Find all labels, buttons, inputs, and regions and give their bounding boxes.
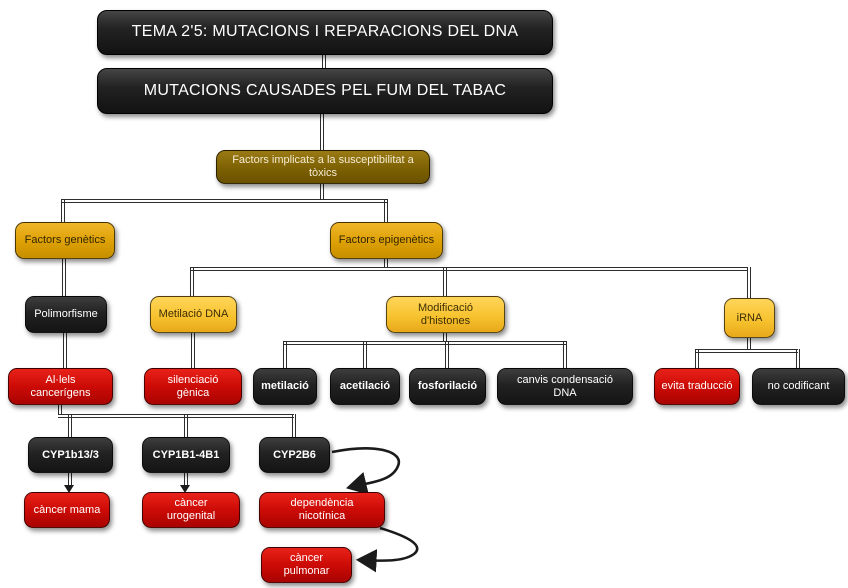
connector	[384, 259, 388, 268]
node-cancer-mama[interactable]: càncer mama	[24, 492, 110, 528]
connector	[68, 473, 72, 486]
connector	[58, 414, 294, 418]
connector	[61, 199, 65, 222]
connector	[695, 349, 798, 353]
node-title-mutacions-tabac[interactable]: MUTACIONS CAUSADES PEL FUM DEL TABAC	[97, 68, 553, 114]
node-allels-cancerigens[interactable]: Al·lels cancerígens	[8, 368, 113, 405]
node-cyp1b13[interactable]: CYP1b13/3	[28, 437, 113, 473]
node-cyp2b6[interactable]: CYP2B6	[259, 437, 330, 473]
node-polimorfisme[interactable]: Polimorfisme	[25, 296, 107, 333]
node-fosforilacio[interactable]: fosforilació	[409, 368, 486, 405]
connector	[443, 333, 447, 342]
connector	[320, 184, 324, 200]
connector	[747, 338, 751, 350]
connector	[63, 333, 67, 368]
node-evita-traduccio[interactable]: evita traducció	[654, 368, 740, 405]
connector	[68, 414, 72, 437]
connector	[190, 267, 748, 271]
node-dependencia-nicotinica[interactable]: dependència nicotínica	[259, 492, 385, 528]
node-silenciacio-genica[interactable]: silenciació gènica	[144, 368, 242, 405]
connector	[62, 259, 66, 296]
node-modificacio-histones[interactable]: Modificació d'histones	[386, 296, 505, 333]
connector	[61, 199, 388, 203]
connector	[292, 414, 296, 437]
node-cyp1b1-4b1[interactable]: CYP1B1-4B1	[142, 437, 230, 473]
connector	[796, 349, 800, 368]
node-canvis-condensacio[interactable]: canvis condensació DNA	[497, 368, 633, 405]
node-metilacio[interactable]: metilació	[253, 368, 317, 405]
connector	[443, 267, 447, 296]
connector	[695, 349, 699, 368]
connector	[363, 341, 367, 368]
connector	[563, 341, 567, 368]
connector	[320, 114, 324, 150]
connector	[384, 199, 388, 222]
node-factors-genetics[interactable]: Factors genètics	[15, 222, 115, 259]
node-cancer-pulmonar[interactable]: càncer pulmonar	[261, 547, 352, 583]
node-factors-toxics[interactable]: Factors implicats a la susceptibilitat a…	[216, 150, 430, 184]
node-no-codificant[interactable]: no codificant	[752, 368, 845, 405]
connector	[190, 267, 194, 296]
arrowhead-down	[180, 485, 190, 493]
arrow-cyp2b6-to-dependencia	[331, 447, 401, 495]
arrow-dependencia-to-pulmonar	[355, 526, 419, 573]
connector	[322, 55, 326, 68]
connector	[747, 267, 751, 298]
node-irna[interactable]: iRNA	[724, 298, 775, 338]
connector	[58, 405, 62, 415]
node-acetilacio[interactable]: acetilació	[330, 368, 400, 405]
connector	[184, 414, 188, 437]
node-cancer-urogenital[interactable]: càncer urogenital	[142, 492, 240, 528]
connector	[184, 473, 188, 486]
connector	[283, 341, 287, 368]
connector	[191, 333, 195, 368]
node-factors-epigenetics[interactable]: Factors epigenètics	[330, 222, 443, 259]
connector	[445, 341, 449, 368]
connector	[283, 341, 566, 345]
node-title-tema[interactable]: TEMA 2'5: MUTACIONS I REPARACIONS DEL DN…	[97, 10, 553, 55]
arrowhead-down	[64, 485, 74, 493]
node-metilacio-dna[interactable]: Metilació DNA	[150, 296, 237, 333]
